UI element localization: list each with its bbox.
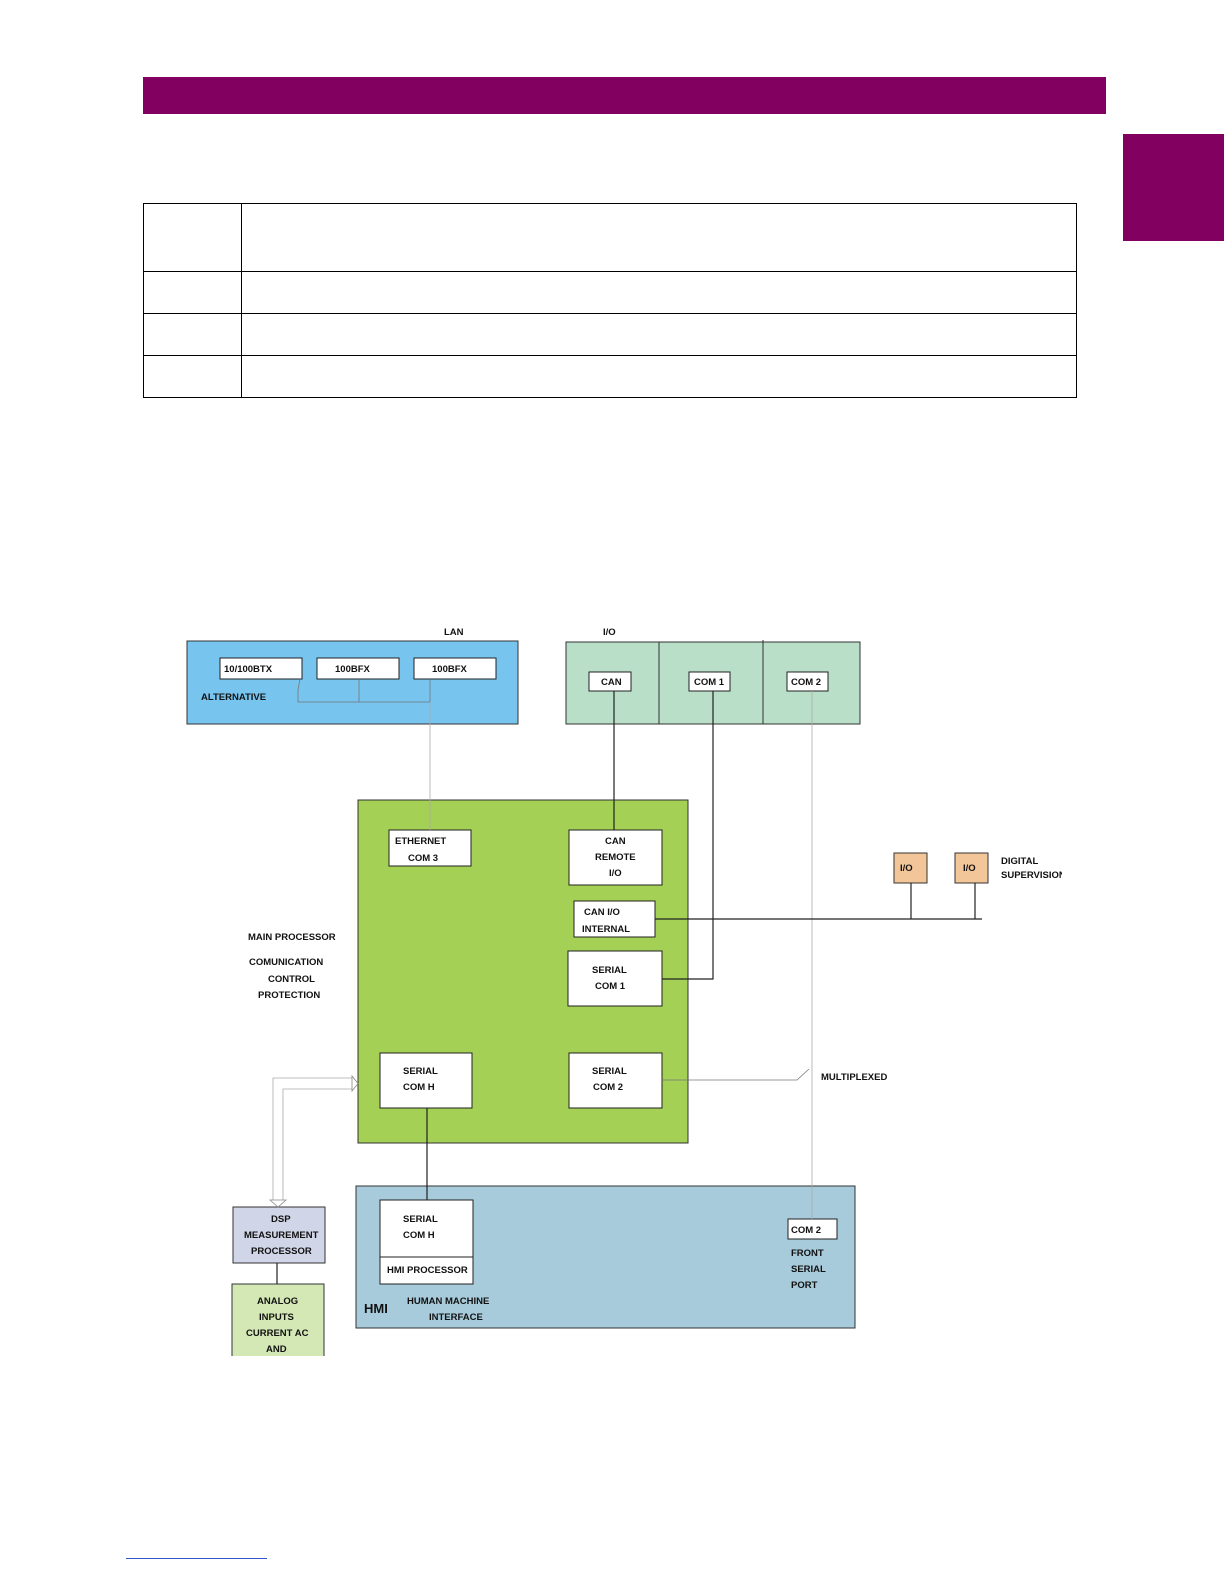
hmi-name-line2: INTERFACE	[429, 1312, 483, 1323]
port-100bfx-a	[316, 657, 400, 680]
arrow-head-down	[268, 1199, 288, 1208]
ethernet-line1: ETHERNET	[395, 836, 446, 847]
can-remote-line3: I/O	[609, 868, 622, 879]
hmi-serial-line1: SERIAL	[403, 1214, 438, 1225]
dsp-line1: DSP	[271, 1214, 291, 1225]
multiplexed-label: MULTIPLEXED	[821, 1072, 887, 1083]
table-row	[143, 355, 1077, 398]
front-line3: PORT	[791, 1280, 818, 1291]
serial-com2-line1: SERIAL	[592, 1066, 627, 1077]
port-100bfx-a-label: 100BFX	[335, 664, 371, 675]
supervision-label: SUPERVISION	[1001, 870, 1066, 881]
io-com1-box	[688, 671, 731, 692]
hmi-name-line1: HUMAN MACHINE	[407, 1296, 489, 1307]
hmi-abbr: HMI	[364, 1301, 388, 1316]
can-remote-line2: REMOTE	[595, 852, 636, 863]
io-com1-label: COM 1	[694, 677, 725, 688]
com1-link	[662, 691, 714, 980]
lan-title: LAN	[444, 627, 464, 638]
can-internal-line1: CAN I/O	[584, 907, 620, 918]
io-module-1-label: I/O	[900, 863, 913, 874]
header-bar	[143, 77, 1106, 114]
serial-com1-line1: SERIAL	[592, 965, 627, 976]
dsp-measurement-box	[232, 1206, 326, 1264]
analog-line2: INPUTS	[259, 1312, 294, 1323]
dsp-line3: PROCESSOR	[251, 1246, 312, 1257]
serial-comh-box	[379, 1052, 473, 1109]
port-10-100btx	[219, 657, 303, 680]
multiplexed-switch	[662, 1068, 810, 1081]
dsp-double-arrow	[272, 1077, 352, 1200]
hmi-processor-label: HMI PROCESSOR	[387, 1265, 468, 1276]
serial-com1-box	[567, 950, 663, 1007]
analog-line4: AND	[266, 1344, 287, 1355]
can-remote-io-box	[568, 829, 663, 886]
digital-label: DIGITAL	[1001, 856, 1038, 867]
can-remote-line1: CAN	[605, 836, 626, 847]
dsp-line2: MEASUREMENT	[244, 1230, 319, 1241]
hmi-serial-box	[379, 1199, 474, 1285]
table-row	[143, 271, 1077, 314]
can-io-internal-box	[573, 900, 656, 938]
io-module-2	[954, 852, 989, 884]
serial-com2-line2: COM 2	[593, 1082, 623, 1093]
lan-region	[186, 640, 519, 725]
function-control: CONTROL	[268, 974, 315, 985]
io-can-box	[588, 671, 632, 692]
main-processor-label: MAIN PROCESSOR	[248, 932, 336, 943]
chapter-tab	[1123, 134, 1224, 241]
front-line1: FRONT	[791, 1248, 824, 1259]
analog-inputs-box	[231, 1283, 325, 1356]
port-10-100btx-label: 10/100BTX	[224, 664, 273, 675]
io-com2-box	[786, 671, 829, 692]
io-com2-label: COM 2	[791, 677, 821, 688]
function-protection: PROTECTION	[258, 990, 320, 1001]
spec-table	[143, 203, 1077, 398]
serial-com1-line2: COM 1	[595, 981, 626, 992]
footer-rule	[126, 1558, 267, 1559]
front-com2-box	[787, 1218, 838, 1240]
port-100bfx-b-label: 100BFX	[432, 664, 468, 675]
serial-com2-box	[568, 1052, 663, 1109]
can-internal-line2: INTERNAL	[582, 924, 630, 935]
io-module-2-label: I/O	[963, 863, 976, 874]
analog-line1: ANALOG	[257, 1296, 298, 1307]
function-communication: COMUNICATION	[249, 957, 323, 968]
lan-alternative-lines	[297, 678, 431, 703]
serial-comh-line1: SERIAL	[403, 1066, 438, 1077]
ethernet-line2: COM 3	[408, 853, 438, 864]
serial-comh-line2: COM H	[403, 1082, 435, 1093]
port-100bfx-b	[413, 657, 497, 680]
hmi-serial-line2: COM H	[403, 1230, 435, 1241]
front-line2: SERIAL	[791, 1264, 826, 1275]
io-can-label: CAN	[601, 677, 622, 688]
alternative-label: ALTERNATIVE	[201, 692, 266, 703]
analog-line3: CURRENT AC	[246, 1328, 309, 1339]
table-row	[143, 313, 1077, 356]
arrow-head-right	[351, 1074, 359, 1093]
io-module-1	[893, 852, 928, 884]
io-title: I/O	[603, 627, 616, 638]
front-com2-label: COM 2	[791, 1225, 821, 1236]
ethernet-com3-box	[388, 829, 472, 867]
